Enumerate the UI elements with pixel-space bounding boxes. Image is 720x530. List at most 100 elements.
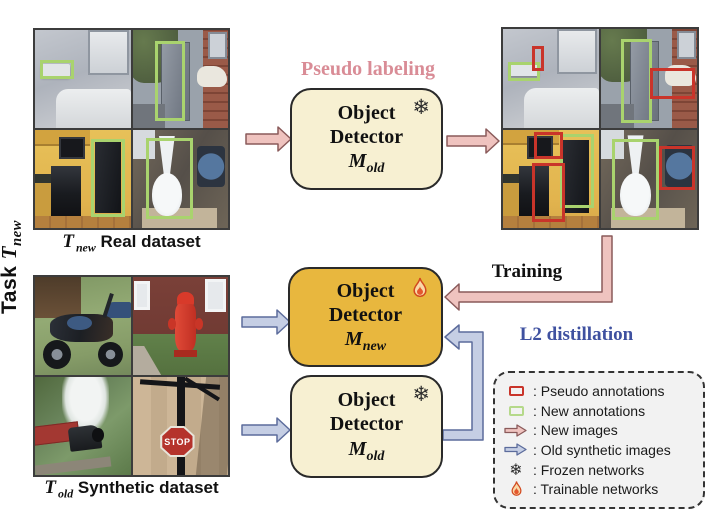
window-light-shape (132, 130, 156, 160)
legend-icon-cell (504, 405, 528, 416)
vase-body-shape (620, 172, 651, 217)
legend-item-label: : Frozen networks (533, 461, 645, 478)
new-annotation-swatch (508, 405, 524, 416)
synthetic-dataset-text: Synthetic dataset (77, 478, 219, 497)
pseudo-labeled-grid (501, 27, 699, 230)
legend-icon-cell (504, 443, 528, 456)
fuel-tank-shape (67, 316, 93, 330)
photo-fire-hydrant (132, 277, 228, 375)
detector-title-line2: Detector (329, 125, 404, 148)
stop-sign-face: STOP (162, 427, 193, 456)
photo-kitchen (503, 129, 599, 228)
detector-title-line2: Detector (329, 413, 404, 436)
pseudo-labeling-label: Pseudo labeling (301, 58, 435, 80)
snowflake-icon: ❄ (509, 460, 523, 480)
photo-bathroom (503, 29, 599, 128)
window-shape (134, 280, 150, 311)
legend-item-label: : New images (533, 422, 618, 439)
wheel-shape (98, 341, 123, 368)
new-annotation-box (611, 139, 659, 221)
new-annotation-box (507, 61, 541, 82)
floor-shape (35, 216, 131, 228)
training-label: Training (491, 261, 563, 282)
window-shape (207, 31, 228, 60)
fan-shape (665, 145, 695, 187)
legend-item-frozen-networks: ❄ : Frozen networks (504, 460, 694, 480)
task-word: Task (0, 265, 21, 314)
microwave-shape (58, 136, 85, 160)
vase-body-shape (151, 173, 183, 217)
synthetic-dataset-symbol: T (44, 477, 56, 498)
old-synthetic-images-arrow-icon (504, 443, 527, 456)
window-shape (556, 29, 598, 75)
stop-sign-shape: STOP (160, 426, 195, 458)
wheel-shape (42, 339, 72, 370)
new-annotation-box (155, 40, 185, 122)
wall-shadow-shape (196, 377, 228, 475)
smokebox-shape (92, 427, 104, 442)
photo-vase (132, 130, 228, 228)
window-shape (205, 278, 227, 313)
legend-item-label: : New annotations (533, 402, 646, 419)
model-symbol: M (344, 328, 363, 351)
bathtub-shape (524, 88, 599, 128)
pseudo-annotation-box (531, 45, 545, 72)
legend-item-old-synthetic-images: : Old synthetic images (504, 440, 694, 460)
detector-model-name: Mold (349, 149, 385, 177)
fridge-shape (563, 140, 590, 214)
bathtub-shape (56, 88, 131, 128)
real-dataset-text: Real dataset (100, 232, 201, 251)
counter-shape (35, 174, 67, 183)
arrow-synthetic-to-old-detector (241, 417, 291, 443)
hydrant-dome-shape (177, 291, 194, 307)
window-shape (676, 30, 697, 59)
task-symbol-sub: new (9, 220, 26, 246)
photo-stop-sign: STOP (132, 377, 228, 475)
legend-item-label: : Pseudo annotations (533, 382, 665, 399)
arrow-l2-distillation-path (442, 324, 484, 441)
detector-title-line1: Object (337, 389, 396, 412)
legend-item-pseudo-annotations: : Pseudo annotations (504, 381, 694, 401)
flame-icon (504, 480, 528, 498)
real-dataset-symbol-sub: new (75, 240, 96, 255)
sidewalk-shape (132, 345, 162, 375)
arrow-real-to-old-detector (245, 126, 292, 152)
pseudo-annotation-swatch (508, 385, 524, 396)
legend-item-trainable-networks: : Trainable networks (504, 479, 694, 499)
detector-old-top: ❄ Object Detector Mold (290, 88, 443, 190)
sink-shape (40, 64, 71, 78)
pseudo-annotation-box (533, 132, 563, 160)
photo-street-fridge (601, 29, 697, 128)
legend-item-new-images: : New images (504, 420, 694, 440)
task-symbol: T (0, 246, 21, 259)
synthetic-dataset-symbol-sub: old (57, 486, 74, 501)
real-dataset-grid (33, 28, 230, 230)
window-shape (88, 30, 129, 76)
car-shape (105, 302, 131, 319)
legend-item-label: : Old synthetic images (533, 441, 671, 458)
hydrant-cap-shape (194, 318, 204, 330)
new-annotation-box (559, 134, 595, 209)
snowflake-icon: ❄ (412, 382, 430, 406)
fan-shape (196, 145, 226, 187)
photo-steam-train (35, 377, 131, 475)
flame-icon (410, 276, 430, 304)
detector-title-line1: Object (337, 101, 396, 124)
photo-street-fridge (132, 30, 228, 128)
floor-shape (503, 216, 599, 228)
model-symbol-sub: new (362, 339, 387, 355)
detector-model-name: Mnew (345, 327, 386, 355)
new-images-arrow-icon (504, 424, 527, 437)
photo-vase (601, 129, 697, 228)
pseudo-annotation-box (649, 68, 696, 99)
sink-shape (508, 63, 539, 77)
stove-shape (51, 166, 81, 218)
cabin-shape (35, 277, 81, 319)
model-symbol-sub: old (366, 161, 385, 177)
legend-item-label: : Trainable networks (533, 481, 659, 498)
photo-kitchen (35, 130, 131, 228)
synthetic-dataset-grid: STOP (33, 275, 230, 477)
